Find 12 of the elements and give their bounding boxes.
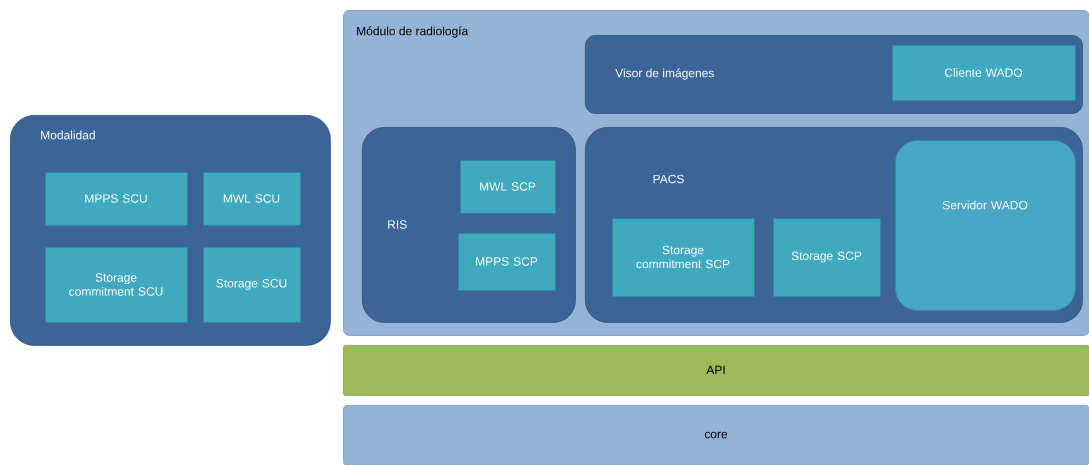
component-box: MWL SCU [203, 172, 301, 226]
component-box: Storage commitment SCU [45, 247, 188, 323]
component-box: MPPS SCP [458, 233, 556, 291]
component-box: MWL SCP [460, 160, 556, 214]
layer-box: core [343, 405, 1089, 465]
component-box: Storage SCU [203, 247, 301, 323]
component-box: Storage commitment SCP [612, 218, 755, 297]
component-box: MPPS SCU [45, 172, 188, 226]
component-box: Servidor WADO [895, 140, 1076, 311]
component-box: Cliente WADO [892, 45, 1076, 101]
layer-box: API [343, 345, 1089, 396]
component-box: Storage SCP [773, 218, 881, 297]
